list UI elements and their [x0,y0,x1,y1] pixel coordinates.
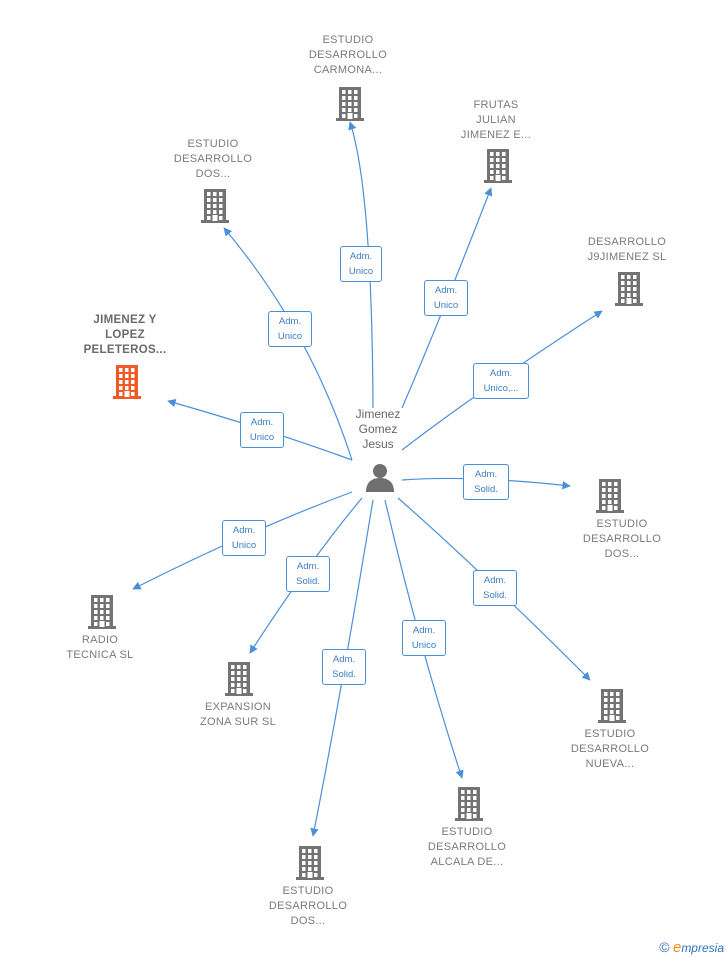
company-label-line: ESTUDIO [322,34,374,46]
company-label-estudio-alcala[interactable]: ESTUDIO DESARROLLO ALCALA DE... [402,825,532,870]
brand-name: mpresia [681,941,724,955]
building-icon[interactable] [612,271,646,307]
company-label-radio-tecnica[interactable]: RADIO TECNICA SL [35,633,165,663]
relation-tag-line: Unico [411,640,437,651]
copyright-icon: © [659,939,670,955]
company-label-line: DESARROLLO [582,533,662,545]
edge-estudio-carmona [348,121,374,409]
company-label-estudio-nueva[interactable]: ESTUDIO DESARROLLO NUEVA... [545,727,675,772]
relation-tag-line: Adm. [296,561,320,572]
relation-tag-frutas-julian: Adm. Unico [424,280,468,316]
relation-tag-line: Unico [348,266,374,277]
footer-brand[interactable]: © empresia [659,939,724,956]
building-icon[interactable] [110,364,144,400]
building-icon[interactable] [198,188,232,224]
company-label-line: JIMENEZ Y [93,314,157,326]
company-label-estudio-carmona[interactable]: ESTUDIO DESARROLLO CARMONA... [283,33,413,78]
company-label-estudio-dos-1[interactable]: ESTUDIO DESARROLLO DOS... [148,137,278,182]
center-person-name[interactable]: Jimenez Gomez Jesus [330,407,426,452]
company-label-line: J9JIMENEZ SL [587,251,667,263]
center-name-line: Jesus [362,437,394,451]
relation-tag-estudio-carmona: Adm. Unico [340,246,382,282]
brand-initial: e [672,939,682,956]
company-label-line: ESTUDIO [282,885,334,897]
relation-tag-line: Adm. [483,575,507,586]
building-icon[interactable] [293,845,327,881]
company-label-line: DOS... [604,548,640,560]
relation-tag-line: Solid. [332,669,356,680]
relation-tag-jimenez-lopez: Adm. Unico [240,412,284,448]
relation-tag-line: Adm. [250,417,274,428]
company-label-line: DOS... [195,168,231,180]
center-name-line: Gomez [358,422,398,436]
company-label-line: ALCALA DE... [430,856,504,868]
relation-tag-line: Unico [277,331,303,342]
company-label-line: ESTUDIO [441,826,493,838]
relation-tag-estudio-nueva: Adm. Solid. [473,570,517,606]
building-icon[interactable] [595,688,629,724]
company-label-jimenez-lopez[interactable]: JIMENEZ Y LOPEZ PELETEROS... [60,313,190,358]
relation-tag-estudio-dos-3: Adm. Solid. [322,649,366,685]
company-label-desarrollo-j9[interactable]: DESARROLLO J9JIMENEZ SL [562,235,692,265]
relation-tag-estudio-dos-2: Adm. Solid. [463,464,509,500]
company-label-line: ESTUDIO [596,518,648,530]
building-icon[interactable] [222,661,256,697]
company-label-line: FRUTAS [473,99,519,111]
relation-tag-line: Solid. [474,484,498,495]
company-label-line: DOS... [290,915,326,927]
relation-tag-estudio-alcala: Adm. Unico [402,620,446,656]
building-icon[interactable] [333,86,367,122]
company-label-line: NUEVA... [585,758,635,770]
company-label-line: ESTUDIO [584,728,636,740]
company-label-line: LOPEZ [105,329,145,341]
relation-tag-line: Unico [231,540,257,551]
company-label-line: ZONA SUR SL [199,716,277,728]
relation-tag-line: Adm. [332,654,356,665]
company-label-line: ESTUDIO [187,138,239,150]
relation-tag-line: Unico,... [483,383,519,394]
company-label-line: RADIO [81,634,119,646]
relation-tag-line: Adm. [349,251,373,262]
relation-tag-radio-tecnica: Adm. Unico [222,520,266,556]
center-name-line: Jimenez [355,407,401,421]
company-label-estudio-dos-2[interactable]: ESTUDIO DESARROLLO DOS... [557,517,687,562]
building-icon[interactable] [481,148,515,184]
company-label-line: DESARROLLO [173,153,253,165]
company-label-line: PELETEROS... [83,344,167,356]
building-icon[interactable] [85,594,119,630]
building-icon[interactable] [593,478,627,514]
building-icon[interactable] [452,786,486,822]
person-icon[interactable] [364,462,396,494]
company-label-line: DESARROLLO [268,900,348,912]
company-label-estudio-dos-3[interactable]: ESTUDIO DESARROLLO DOS... [243,884,373,929]
relation-tag-line: Adm. [278,316,302,327]
relation-tag-estudio-dos-1: Adm. Unico [268,311,312,347]
company-label-line: DESARROLLO [570,743,650,755]
relation-tag-expansion-zona-sur: Adm. Solid. [286,556,330,592]
relation-tag-line: Solid. [296,576,320,587]
company-label-line: EXPANSION [204,701,272,713]
relation-tag-line: Unico [433,300,459,311]
company-label-line: JIMENEZ E... [460,129,532,141]
company-label-line: DESARROLLO [308,49,388,61]
relation-tag-desarrollo-j9: Adm. Unico,... [473,363,529,399]
relation-tag-line: Adm. [412,625,436,636]
company-label-line: TECNICA SL [66,649,134,661]
company-label-line: CARMONA... [313,64,383,76]
relation-tag-line: Adm. [474,469,498,480]
relation-tag-line: Adm. [232,525,256,536]
company-label-frutas-julian[interactable]: FRUTAS JULIAN JIMENEZ E... [431,98,561,143]
relation-tag-line: Solid. [483,590,507,601]
relation-tag-line: Unico [249,432,275,443]
company-label-line: DESARROLLO [427,841,507,853]
relation-tag-line: Adm. [489,368,513,379]
company-label-expansion-zona-sur[interactable]: EXPANSION ZONA SUR SL [173,700,303,730]
company-label-line: JULIAN [476,114,516,126]
company-label-line: DESARROLLO [587,236,667,248]
relation-tag-line: Adm. [434,285,458,296]
